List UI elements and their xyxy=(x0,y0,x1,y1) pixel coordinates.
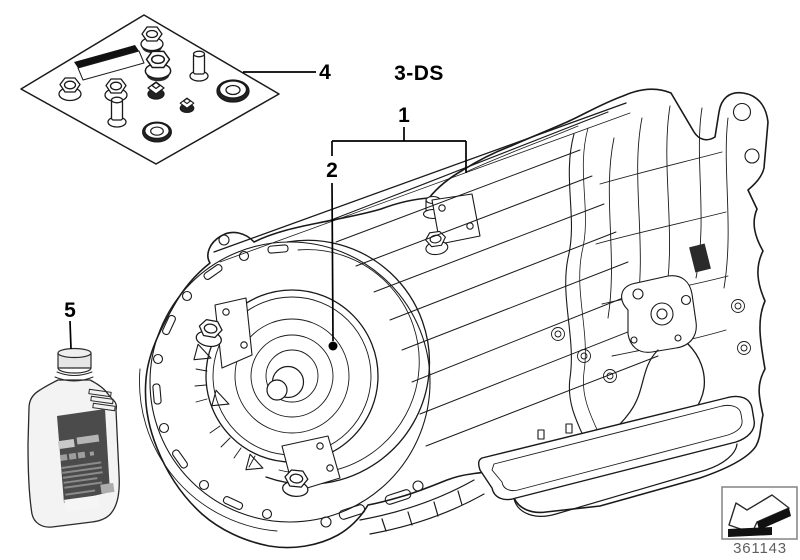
callout-5-label: 5 xyxy=(64,299,76,322)
shift-mechanism xyxy=(621,275,706,449)
bottle-cap xyxy=(57,347,92,374)
torque-converter xyxy=(194,289,379,468)
top-rail xyxy=(213,102,631,263)
page-title: 3-DS xyxy=(394,62,444,85)
arrow-ground-bar xyxy=(728,527,772,537)
bottle-neck-rings xyxy=(54,371,94,382)
gasket-strip xyxy=(74,45,139,68)
callout-2-dot xyxy=(328,341,338,351)
drum-ribs xyxy=(335,149,659,447)
support-arm xyxy=(359,479,485,535)
converter-pilot xyxy=(266,379,288,401)
gasket-strip-outline xyxy=(77,50,145,81)
gasket-set-illustration xyxy=(20,14,280,165)
mount-hole xyxy=(732,102,752,122)
case-joint xyxy=(565,127,605,453)
callout-1: 1 xyxy=(331,104,467,173)
id-plate xyxy=(689,243,711,273)
callout-5-leader xyxy=(69,320,72,350)
transmission-illustration xyxy=(139,88,769,549)
callout-1-label: 1 xyxy=(398,104,410,127)
oil-pan xyxy=(477,395,755,517)
mount-hole xyxy=(744,148,760,164)
bottle-shoulder-ribs xyxy=(88,388,116,412)
callout-2-label: 2 xyxy=(326,159,338,182)
hex-plug xyxy=(140,26,164,54)
oil-bottle-illustration xyxy=(27,347,120,528)
hex-plug xyxy=(144,50,172,82)
grommet xyxy=(216,79,250,103)
hex-nut xyxy=(58,77,82,102)
part-number: 361143 xyxy=(733,540,787,557)
arrow-shadow xyxy=(757,508,791,530)
footer-stamp xyxy=(721,486,798,540)
bottle-label-print xyxy=(57,434,115,512)
callout-2: 2 xyxy=(326,159,338,351)
converter-brackets xyxy=(194,193,481,499)
callout-4-label: 4 xyxy=(319,61,331,84)
callout-5: 5 xyxy=(64,299,76,350)
callout-4: 4 xyxy=(243,61,331,84)
grommet xyxy=(142,121,172,143)
